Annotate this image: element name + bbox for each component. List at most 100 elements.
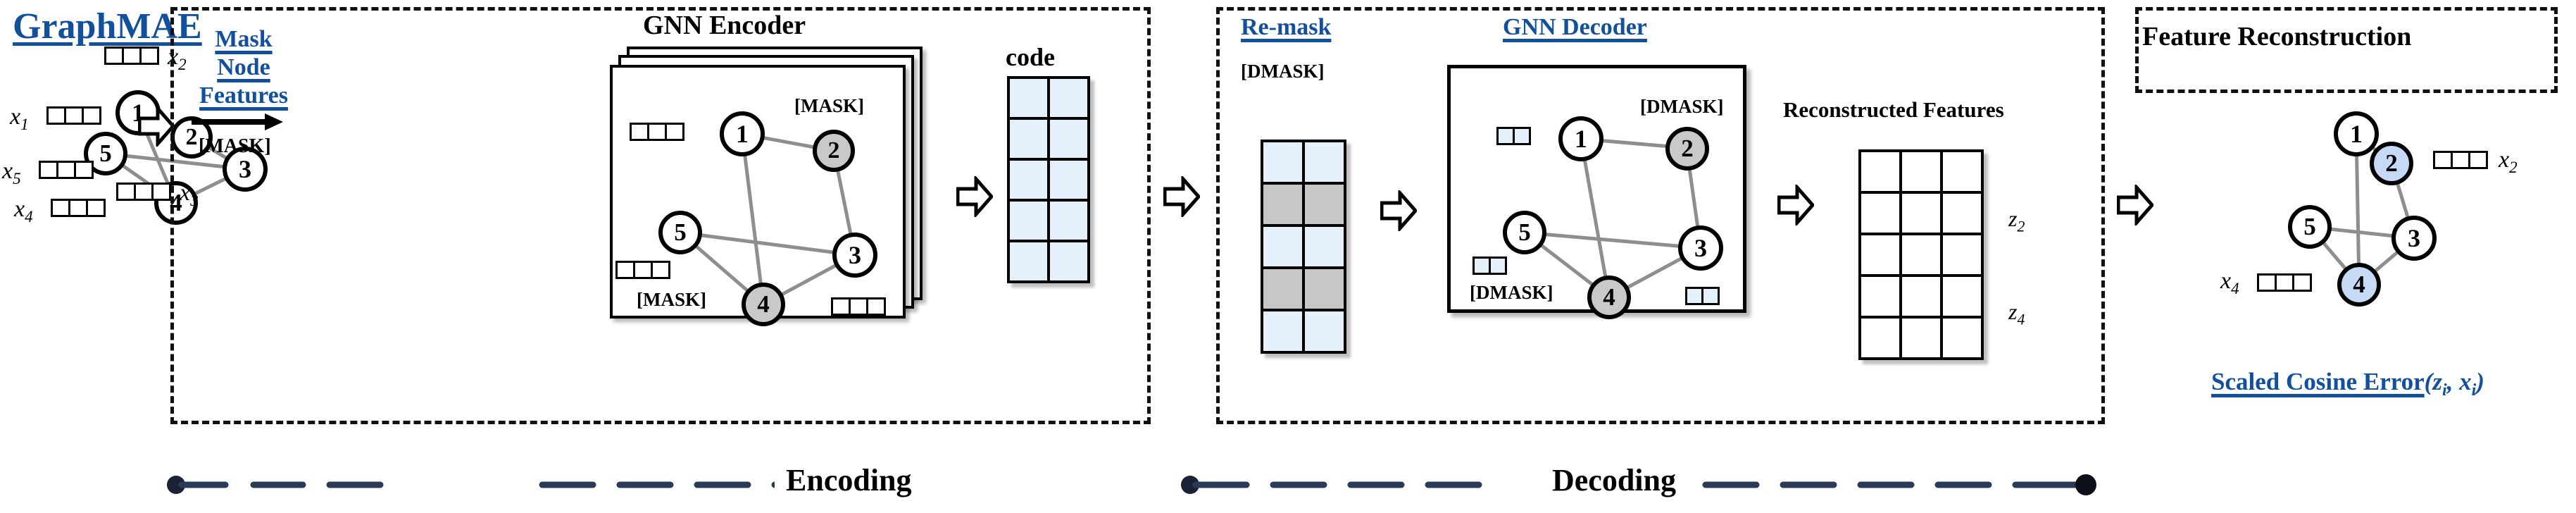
node-label: 1 xyxy=(2350,120,2363,148)
reconstruction-node-4-recovered[interactable]: 4 xyxy=(2337,263,2381,307)
decoder-node-4-remasked[interactable]: 4 xyxy=(1587,276,1631,319)
feature-reconstruction-box xyxy=(2135,7,2558,93)
block-arrow-to-encoding-icon xyxy=(138,106,175,147)
decoder-dmask-token-node4: [DMASK] xyxy=(1470,282,1553,303)
encoding-mask-token: [MASK] xyxy=(199,135,271,157)
mask-title-line-1: Mask xyxy=(215,26,273,52)
node-label: 5 xyxy=(99,140,112,167)
reconstructed-features-matrix xyxy=(1858,149,1984,360)
reconstruction-node-5[interactable]: 5 xyxy=(2288,205,2332,249)
decoder-graph: 1 2 3 4 5 [DMASK] [DMASK] xyxy=(1447,65,1746,319)
code-matrix-row xyxy=(1007,158,1090,202)
decoder-node-2-remasked[interactable]: 2 xyxy=(1665,127,1709,171)
node-label: 4 xyxy=(757,290,770,318)
reconstruction-feature-vector-x4 xyxy=(2257,273,2312,292)
scaled-cosine-error-label: Scaled Cosine Error xyxy=(2211,368,2425,395)
encoder-feature-vector-node3 xyxy=(831,297,886,316)
input-feature-x3-label: x3 xyxy=(180,180,199,210)
encoder-node-2-masked[interactable]: 2 xyxy=(813,130,855,172)
decoder-feature-vector-node1 xyxy=(1496,127,1531,145)
decoder-feature-vector-node3 xyxy=(1685,287,1720,305)
code-matrix-row xyxy=(1007,199,1090,242)
code-matrix-row xyxy=(1007,117,1090,161)
decoder-node-1[interactable]: 1 xyxy=(1558,116,1603,161)
decoder-feature-vector-node5 xyxy=(1473,256,1507,275)
recon-matrix-row xyxy=(1858,233,1984,277)
code-matrix-row xyxy=(1007,240,1090,283)
decoder-node-5[interactable]: 5 xyxy=(1503,211,1546,254)
remask-matrix-row xyxy=(1261,140,1346,185)
reconstruction-feature-x2-label: x2 xyxy=(2499,147,2518,177)
reconstructed-row-label-z2: z2 xyxy=(2008,206,2025,235)
rail-label-encoding: Encoding xyxy=(775,462,923,498)
encoder-feature-vector-node5 xyxy=(615,261,670,279)
reconstruction-node-2-recovered[interactable]: 2 xyxy=(2370,142,2413,185)
decoder-dmask-token-node2: [DMASK] xyxy=(1640,96,1724,117)
node-label: 3 xyxy=(849,241,861,269)
block-arrow-encoder-to-code-icon xyxy=(956,176,993,217)
reconstruction-feature-vector-x2 xyxy=(2433,151,2488,169)
code-matrix-row xyxy=(1007,76,1090,120)
node-label: 5 xyxy=(674,218,687,246)
recon-matrix-row xyxy=(1858,316,1984,360)
rail-label-decoding: Decoding xyxy=(1541,462,1687,498)
remask-matrix-row xyxy=(1261,182,1346,227)
re-mask-title: Re-mask xyxy=(1241,14,1332,40)
reconstructed-features-title: Reconstructed Features xyxy=(1783,97,2004,122)
node-label: 2 xyxy=(827,137,840,163)
encoding-stage-box xyxy=(170,7,1151,424)
input-node-5[interactable]: 5 xyxy=(84,132,127,175)
recon-matrix-row xyxy=(1858,149,1984,194)
gnn-encoder-title: GNN Encoder xyxy=(643,11,806,40)
reconstruction-node-1[interactable]: 1 xyxy=(2334,111,2379,156)
code-matrix xyxy=(1007,76,1090,283)
encoder-node-3[interactable]: 3 xyxy=(832,233,877,278)
page-title: GraphMAE xyxy=(13,6,202,47)
stage-rail xyxy=(167,474,2096,495)
remask-matrix-row xyxy=(1261,224,1346,269)
feature-reconstruction-title: Feature Reconstruction xyxy=(2142,22,2412,51)
encoder-mask-token-node4: [MASK] xyxy=(637,289,706,310)
input-node-3[interactable]: 3 xyxy=(223,147,268,192)
node-label: 1 xyxy=(1575,125,1587,153)
reconstruction-feature-x4-label: x4 xyxy=(2220,268,2239,298)
remask-matrix xyxy=(1261,140,1346,354)
input-feature-x4-vector xyxy=(51,199,106,217)
mask-title-line-3: Features xyxy=(199,82,288,109)
node-label: 1 xyxy=(736,120,749,148)
node-label: 4 xyxy=(1603,283,1615,311)
input-feature-x5-vector xyxy=(39,161,94,179)
encoder-node-1[interactable]: 1 xyxy=(720,111,765,156)
decoder-node-3[interactable]: 3 xyxy=(1678,225,1723,271)
remask-dmask-token: [DMASK] xyxy=(1241,61,1325,82)
node-label: 2 xyxy=(1681,135,1694,162)
recon-matrix-row xyxy=(1858,274,1984,319)
recon-matrix-row xyxy=(1858,191,1984,235)
decoding-stage-box xyxy=(1216,7,2105,424)
scaled-cosine-error-args: (zi, xi) xyxy=(2424,368,2484,400)
block-arrow-decoding-to-reconstruction-icon xyxy=(2117,185,2153,225)
mask-title-line-2: Node xyxy=(217,54,270,80)
node-label: 3 xyxy=(1694,234,1707,262)
encoder-mask-token-node2: [MASK] xyxy=(794,95,864,116)
reconstruction-graph: 1 2 3 4 5 x2 x4 xyxy=(2220,99,2556,366)
input-feature-x5-label: x5 xyxy=(2,158,21,188)
node-label: 5 xyxy=(1518,218,1531,246)
reconstruction-node-3[interactable]: 3 xyxy=(2391,216,2437,261)
node-label: 3 xyxy=(2408,224,2420,252)
node-label: 3 xyxy=(239,155,251,183)
encoder-node-4-masked[interactable]: 4 xyxy=(742,283,785,326)
input-feature-x3-vector xyxy=(116,183,171,201)
block-arrow-encoding-to-decoding-icon xyxy=(1163,176,1200,217)
encoder-node-5[interactable]: 5 xyxy=(658,211,702,254)
block-arrow-remask-to-decoder-icon xyxy=(1380,190,1417,231)
node-label: 5 xyxy=(2303,213,2316,240)
input-feature-x2-vector xyxy=(104,47,159,65)
reconstructed-row-label-z4: z4 xyxy=(2008,299,2025,328)
encoder-feature-vector-node1 xyxy=(630,123,684,141)
gnn-decoder-title: GNN Decoder xyxy=(1503,14,1647,40)
arrow-right-icon xyxy=(192,113,283,130)
input-feature-x4-label: x4 xyxy=(14,196,33,226)
node-label: 4 xyxy=(2353,271,2365,298)
mask-node-features-title: Mask Node Features xyxy=(194,25,293,110)
